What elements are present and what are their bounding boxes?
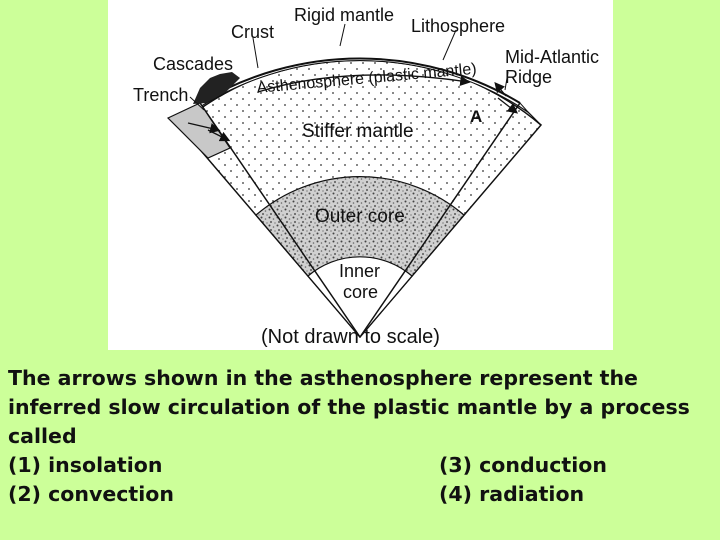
option-1-text: insolation (48, 453, 163, 477)
option-4-number: (4) (439, 482, 473, 506)
option-2[interactable]: (2) convection (8, 480, 174, 509)
label-lithosphere: Lithosphere (411, 16, 505, 36)
label-rigid-mantle: Rigid mantle (294, 5, 394, 25)
crust-arc (199, 57, 521, 104)
cascades-mountain (193, 72, 240, 104)
option-2-number: (2) (8, 482, 42, 506)
label-outer-core: Outer core (315, 206, 405, 227)
convection-arrow-1 (257, 74, 471, 93)
option-3-number: (3) (439, 453, 473, 477)
label-scale-note: (Not drawn to scale) (261, 326, 440, 348)
label-cascades: Cascades (153, 54, 233, 74)
inner-core-region (307, 256, 413, 338)
label-inner-core-1: Inner (339, 261, 380, 281)
option-3-text: conduction (479, 453, 607, 477)
label-inner-core-2: core (343, 282, 378, 302)
label-point-a: A (470, 107, 482, 126)
label-ridge: Ridge (505, 67, 552, 87)
subducting-plate (166, 102, 231, 159)
convection-arrow-2 (497, 97, 519, 114)
question-block: The arrows shown in the asthenosphere re… (8, 364, 718, 509)
option-1-number: (1) (8, 453, 42, 477)
convection-arrow-4 (187, 122, 221, 134)
option-4-text: radiation (479, 482, 585, 506)
option-1[interactable]: (1) insolation (8, 451, 162, 480)
convection-arrow-5 (207, 129, 231, 142)
option-3[interactable]: (3) conduction (439, 451, 607, 480)
earth-cross-section-diagram: Rigid mantle Crust Lithosphere Cascades … (108, 0, 613, 350)
label-trench: Trench (133, 85, 188, 105)
option-4[interactable]: (4) radiation (439, 480, 584, 509)
label-crust: Crust (231, 22, 274, 42)
label-stiffer-mantle: Stiffer mantle (302, 121, 414, 142)
convection-arrow-3 (494, 82, 507, 97)
option-2-text: convection (48, 482, 174, 506)
diagram-svg: Rigid mantle Crust Lithosphere Cascades … (133, 5, 599, 348)
options-row-2: (2) convection (4) radiation (8, 480, 718, 509)
question-stem: The arrows shown in the asthenosphere re… (8, 366, 690, 448)
label-mid-atlantic: Mid-Atlantic (505, 47, 599, 67)
options-row-1: (1) insolation (3) conduction (8, 451, 718, 480)
